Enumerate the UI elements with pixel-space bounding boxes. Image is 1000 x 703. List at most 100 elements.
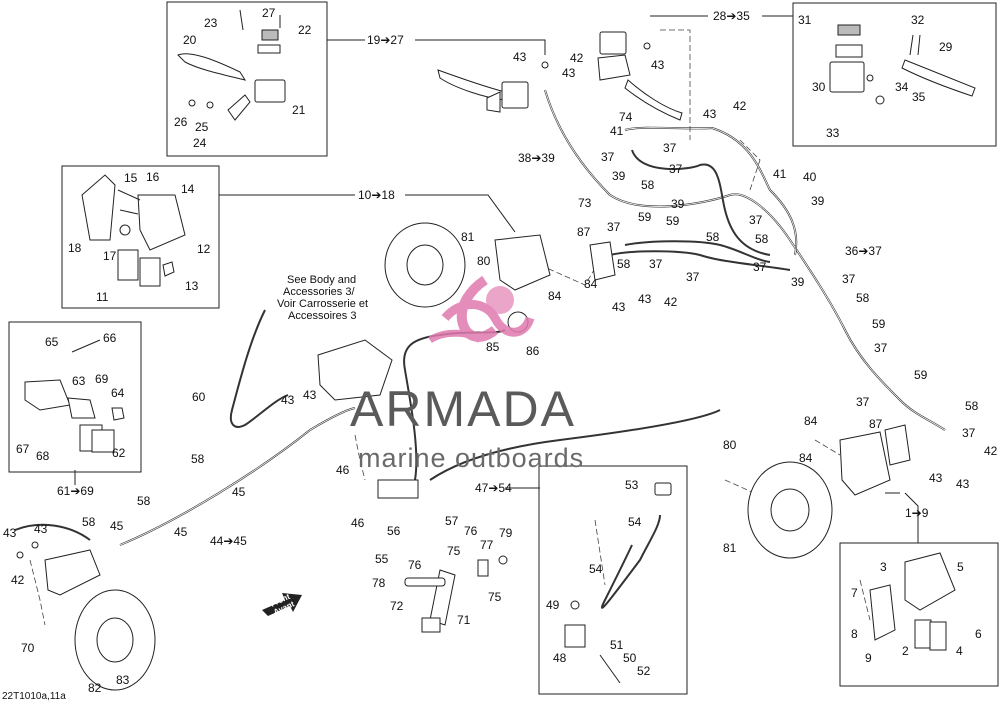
abs-module	[317, 339, 393, 401]
part-31: 31	[798, 13, 812, 27]
part-37-h: 37	[842, 272, 856, 286]
part-58-d: 58	[856, 291, 870, 305]
part-84-b: 84	[799, 451, 813, 465]
part-87-b: 87	[577, 225, 591, 239]
part-59-a: 59	[638, 210, 652, 224]
part-37-g: 37	[686, 270, 700, 284]
part-71: 71	[457, 613, 471, 627]
armada-watermark: ARMADA marine outboards	[350, 275, 583, 473]
part-77: 77	[480, 538, 494, 552]
rear-left-caliper	[16, 541, 101, 596]
part-73: 73	[578, 196, 592, 210]
part-81-a: 81	[723, 541, 737, 555]
svg-text:Accessoires 3: Accessoires 3	[288, 310, 356, 322]
part-57: 57	[445, 514, 459, 528]
part-45-c: 45	[110, 519, 124, 533]
body-accessories-note: See Body and Accessories 3/ Voir Carross…	[277, 274, 368, 322]
part-41-b: 41	[773, 167, 787, 181]
range-44-45: 44➔45	[210, 534, 247, 548]
part-8: 8	[851, 627, 858, 641]
range-47-54: 47➔54	[475, 481, 512, 495]
part-37-j: 37	[856, 395, 870, 409]
part-58-b: 58	[706, 230, 720, 244]
part-43-d: 43	[703, 107, 717, 121]
front-caliper-center	[494, 234, 616, 333]
part-14: 14	[181, 182, 195, 196]
rear-left-disc	[74, 589, 156, 691]
part-56: 56	[387, 524, 401, 538]
range-10-18: 10➔18	[358, 188, 395, 202]
part-37-f: 37	[753, 260, 767, 274]
part-75-a: 75	[447, 544, 461, 558]
part-25: 25	[195, 120, 209, 134]
part-42-b: 42	[733, 99, 747, 113]
part-53: 53	[625, 478, 639, 492]
part-3: 3	[880, 560, 887, 574]
svg-text:See Body and: See Body and	[287, 274, 356, 286]
part-81-b: 81	[461, 230, 475, 244]
part-37-d: 37	[607, 220, 621, 234]
part-33: 33	[826, 126, 840, 140]
part-63: 63	[72, 374, 86, 388]
handlebar-lever-left	[437, 61, 549, 113]
part-43-g: 43	[612, 300, 626, 314]
range-labels: 19➔27 28➔35 10➔18 38➔39 36➔37 61➔69 44➔4…	[57, 9, 929, 548]
part-16: 16	[146, 170, 160, 184]
part-55: 55	[375, 552, 389, 566]
part-39-d: 39	[791, 275, 805, 289]
part-42-d: 42	[664, 295, 678, 309]
caliper-assembly-1-9	[869, 552, 956, 651]
part-59-b: 59	[666, 214, 680, 228]
inset-box-10-18	[61, 165, 220, 309]
part-59-d: 59	[914, 368, 928, 382]
caliper-assembly-10-18	[81, 174, 186, 287]
part-18: 18	[68, 241, 82, 255]
part-58-g: 58	[191, 452, 205, 466]
part-32: 32	[911, 13, 925, 27]
range-36-37: 36➔37	[845, 244, 882, 258]
part-41-a: 41	[610, 124, 624, 138]
rear-master-cylinder-47-54	[564, 482, 672, 684]
part-48: 48	[553, 651, 567, 665]
inset-box-28-35	[792, 2, 997, 147]
part-6: 6	[975, 627, 982, 641]
part-62: 62	[112, 446, 126, 460]
part-43-c: 43	[651, 58, 665, 72]
part-43-e: 43	[929, 471, 943, 485]
part-42-a: 42	[570, 51, 584, 65]
part-17: 17	[103, 249, 117, 263]
part-84-a: 84	[804, 414, 818, 428]
part-59-c: 59	[872, 317, 886, 331]
part-37-e: 37	[749, 213, 763, 227]
part-43-h: 43	[638, 292, 652, 306]
part-84-c: 84	[584, 277, 598, 291]
part-87-a: 87	[869, 417, 883, 431]
part-27: 27	[262, 6, 276, 20]
range-38-39: 38➔39	[518, 151, 555, 165]
part-7: 7	[851, 586, 858, 600]
part-65: 65	[45, 335, 59, 349]
part-76-a: 76	[408, 558, 422, 572]
part-70: 70	[21, 641, 35, 655]
front-caliper-right	[839, 424, 911, 496]
figure-reference: 22T1010a,11a	[2, 691, 66, 702]
part-37-a: 37	[601, 150, 615, 164]
lever-assembly-19-27	[177, 9, 286, 121]
part-79: 79	[499, 526, 513, 540]
part-68: 68	[36, 449, 50, 463]
inset-box-47-54	[538, 465, 688, 695]
part-76-b: 76	[464, 524, 478, 538]
part-58-e: 58	[965, 399, 979, 413]
inset-box-1-9	[839, 542, 999, 687]
part-21: 21	[292, 103, 306, 117]
part-82: 82	[88, 681, 102, 695]
part-46-a: 46	[336, 463, 350, 477]
part-4: 4	[956, 644, 963, 658]
range-28-35: 28➔35	[713, 9, 750, 23]
part-23: 23	[204, 16, 218, 30]
part-58-a: 58	[641, 178, 655, 192]
part-80-a: 80	[723, 438, 737, 452]
part-43-k: 43	[3, 526, 17, 540]
part-58-h: 58	[137, 494, 151, 508]
